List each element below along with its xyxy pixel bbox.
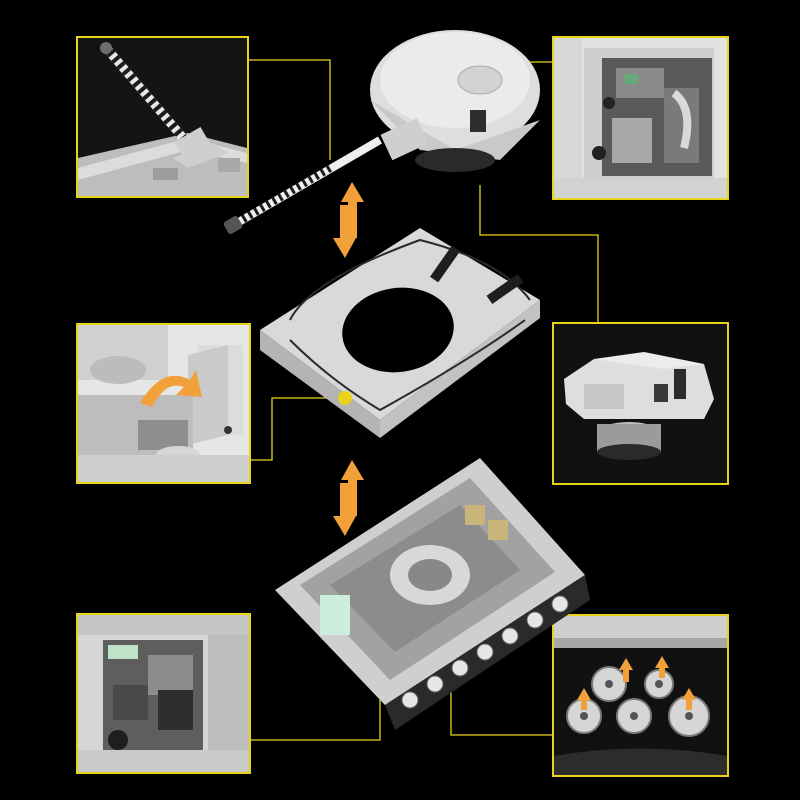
connector-engine-deck <box>249 397 345 461</box>
suspension-road-wheels-image <box>554 616 727 775</box>
hinged-engine-deck-image <box>78 325 249 482</box>
turret-ring-base-image <box>554 324 727 483</box>
striped-barrel <box>100 42 194 149</box>
rotate-arrow-icon <box>140 370 202 407</box>
gun-barrel-detail-panel <box>76 36 249 198</box>
connector-driver <box>249 612 381 741</box>
turret-hatch-interior-image <box>554 38 727 198</box>
driver-compartment-panel <box>76 613 251 774</box>
turret-ring-base-panel <box>552 322 729 485</box>
hinged-engine-deck-panel <box>76 323 251 484</box>
suspension-road-wheels-panel <box>552 614 729 777</box>
connector-barrel <box>245 59 331 160</box>
connector-wheels <box>450 650 552 736</box>
driver-compartment-image <box>78 615 249 772</box>
connector-ring <box>479 185 599 322</box>
gun-barrel-detail-image <box>78 38 247 196</box>
turret-hatch-interior-panel <box>552 36 729 200</box>
